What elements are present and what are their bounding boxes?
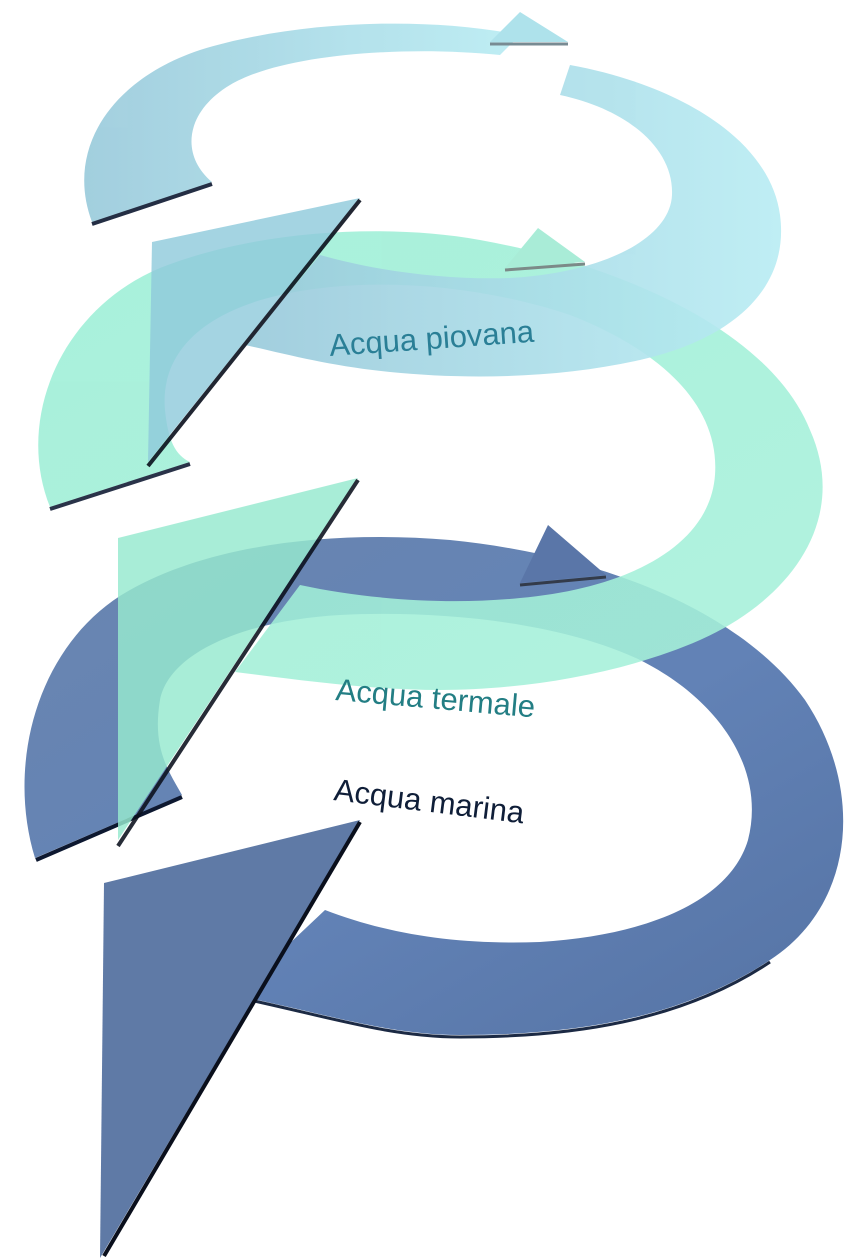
marina-edge-2 xyxy=(235,960,771,1039)
marina-small-arrow xyxy=(520,525,606,583)
layer-marina xyxy=(24,525,844,1258)
piovana-arrowhead-edge xyxy=(146,198,362,468)
termale-small-arrow-edge xyxy=(504,262,586,272)
termale-ring xyxy=(38,231,823,690)
termale-edge xyxy=(49,462,191,511)
marina-small-arrow-edge xyxy=(519,575,607,587)
marina-edge xyxy=(35,795,183,862)
layer-piovana xyxy=(84,12,782,468)
piovana-edge xyxy=(91,182,213,226)
layer-termale xyxy=(38,228,823,848)
label-marina: Acqua marina xyxy=(332,772,527,830)
piovana-ring xyxy=(84,23,520,223)
termale-small-arrow xyxy=(505,228,585,268)
marina-arrowhead-edge xyxy=(102,820,362,1258)
piovana-ring-right xyxy=(245,65,782,377)
termale-arrowhead-edge xyxy=(116,478,360,848)
piovana-small-arrow xyxy=(490,12,568,42)
